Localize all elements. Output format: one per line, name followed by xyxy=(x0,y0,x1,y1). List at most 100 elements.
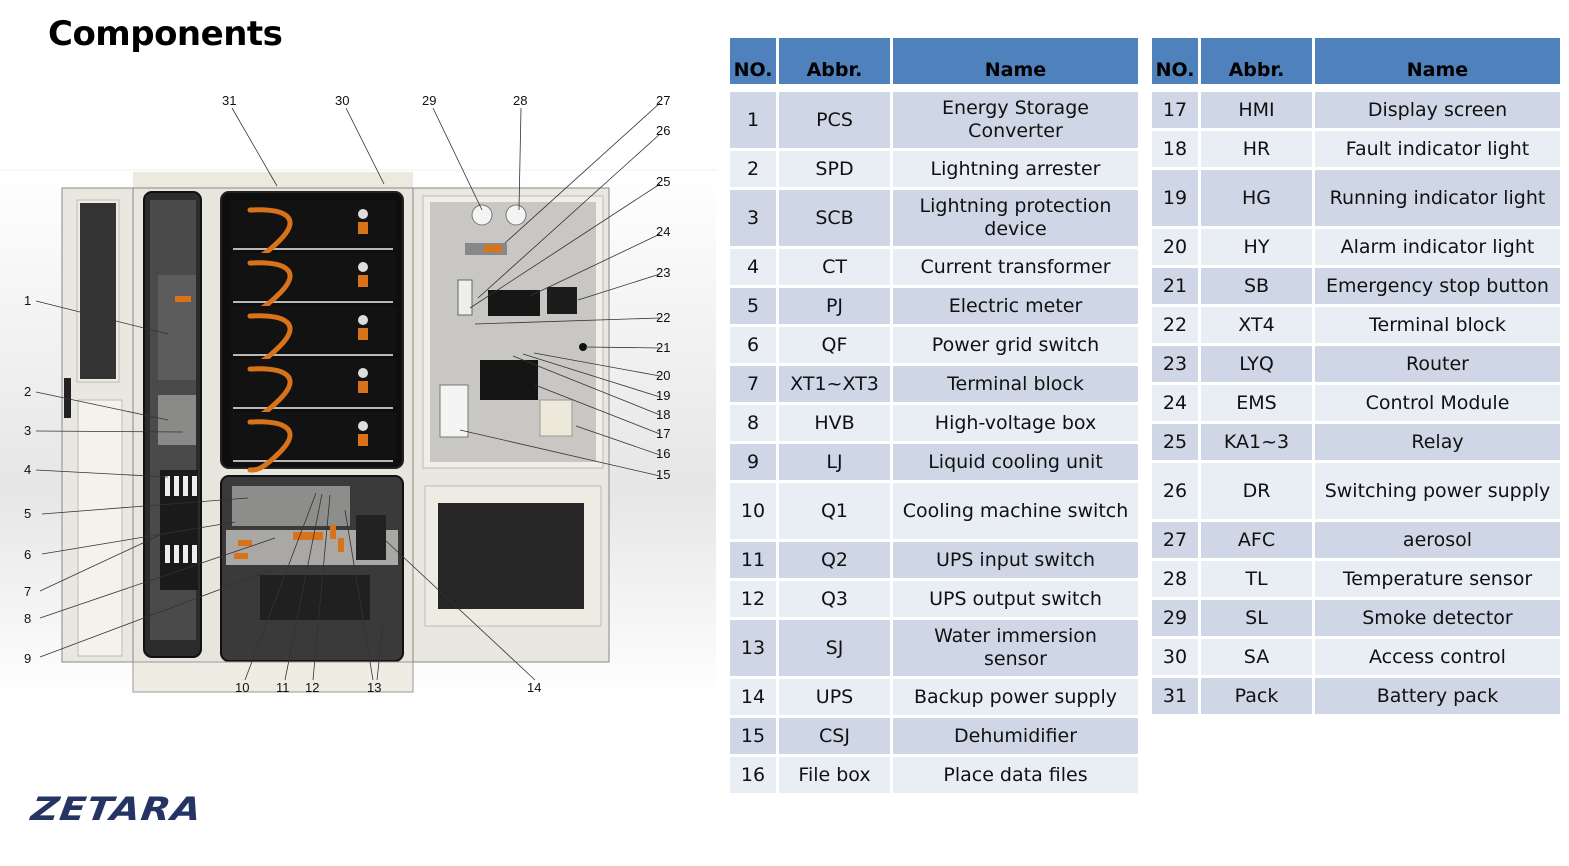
battery-pack xyxy=(230,200,396,261)
header-abbr: Abbr. xyxy=(779,38,890,84)
cell-abbr: SL xyxy=(1201,600,1312,636)
cell-abbr: HY xyxy=(1201,229,1312,265)
callout-20: 20 xyxy=(656,368,670,383)
cell-name: Battery pack xyxy=(1315,678,1560,714)
cell-name: Alarm indicator light xyxy=(1315,229,1560,265)
callout-21: 21 xyxy=(656,340,670,355)
cell-abbr: SB xyxy=(1201,268,1312,304)
cell-abbr: HR xyxy=(1201,131,1312,167)
cell-name: Fault indicator light xyxy=(1315,131,1560,167)
cell-abbr: CT xyxy=(779,249,890,285)
cell-abbr: LYQ xyxy=(1201,346,1312,382)
cell-name: Smoke detector xyxy=(1315,600,1560,636)
callout-3: 3 xyxy=(24,423,31,438)
cell-abbr: TL xyxy=(1201,561,1312,597)
left-door xyxy=(61,187,139,663)
cell-no: 28 xyxy=(1152,561,1198,597)
callout-1: 1 xyxy=(24,293,31,308)
cell-no: 27 xyxy=(1152,522,1198,558)
cell-name: Lightning arrester xyxy=(893,151,1138,187)
header-abbr: Abbr. xyxy=(1201,38,1312,84)
cell-abbr: KA1~3 xyxy=(1201,424,1312,460)
cell-name: Cooling machine switch xyxy=(893,483,1138,539)
cell-name: Running indicator light xyxy=(1315,170,1560,226)
electrical-compartment xyxy=(143,191,202,658)
router-box xyxy=(547,287,577,314)
callout-16: 16 xyxy=(656,446,670,461)
header-name: Name xyxy=(893,38,1138,84)
callout-13: 13 xyxy=(367,680,381,695)
cabinet-diagram: 31 30 29 28 27 26 25 24 23 22 21 20 19 1… xyxy=(0,93,716,700)
callout-31: 31 xyxy=(222,93,236,108)
table-header-row: NO. Abbr. Name xyxy=(730,38,1138,84)
cell-no: 15 xyxy=(730,718,776,754)
cell-name: Lightning protection device xyxy=(893,190,1138,246)
cell-abbr: HG xyxy=(1201,170,1312,226)
battery-pack xyxy=(230,359,396,420)
cell-abbr: SPD xyxy=(779,151,890,187)
cell-no: 25 xyxy=(1152,424,1198,460)
header-name: Name xyxy=(1315,38,1560,84)
cell-name: Display screen xyxy=(1315,92,1560,128)
cell-abbr: Q3 xyxy=(779,581,890,617)
ems-module xyxy=(488,290,540,316)
cell-no: 8 xyxy=(730,405,776,441)
cell-abbr: SJ xyxy=(779,620,890,676)
callout-30: 30 xyxy=(335,93,349,108)
cell-no: 19 xyxy=(1152,170,1198,226)
callout-6: 6 xyxy=(24,547,31,562)
callout-2: 2 xyxy=(24,384,31,399)
cell-name: Emergency stop button xyxy=(1315,268,1560,304)
callout-25: 25 xyxy=(656,174,670,189)
callout-9: 9 xyxy=(24,651,31,666)
cell-no: 24 xyxy=(1152,385,1198,421)
cabinet-top xyxy=(133,172,413,188)
cell-no: 20 xyxy=(1152,229,1198,265)
cell-no: 21 xyxy=(1152,268,1198,304)
cell-no: 6 xyxy=(730,327,776,363)
lower-compartment xyxy=(220,475,404,662)
cell-abbr: UPS xyxy=(779,679,890,715)
cell-abbr: HVB xyxy=(779,405,890,441)
cell-name: Access control xyxy=(1315,639,1560,675)
cell-no: 10 xyxy=(730,483,776,539)
callout-22: 22 xyxy=(656,310,670,325)
cell-abbr: QF xyxy=(779,327,890,363)
cell-no: 17 xyxy=(1152,92,1198,128)
cell-abbr: XT4 xyxy=(1201,307,1312,343)
callout-29: 29 xyxy=(422,93,436,108)
cell-abbr: Q2 xyxy=(779,542,890,578)
cell-name: Liquid cooling unit xyxy=(893,444,1138,480)
zetara-logo: ZETARA xyxy=(28,790,205,828)
callout-5: 5 xyxy=(24,506,31,521)
battery-pack xyxy=(230,253,396,314)
cell-abbr: XT1~XT3 xyxy=(779,366,890,402)
hmi-screen xyxy=(480,360,538,400)
cell-abbr: SCB xyxy=(779,190,890,246)
cell-name: Current transformer xyxy=(893,249,1138,285)
cell-abbr: PCS xyxy=(779,92,890,148)
callout-23: 23 xyxy=(656,265,670,280)
cell-name: aerosol xyxy=(1315,522,1560,558)
cell-no: 13 xyxy=(730,620,776,676)
header-no: NO. xyxy=(730,38,776,84)
cell-abbr: Pack xyxy=(1201,678,1312,714)
cell-name: Relay xyxy=(1315,424,1560,460)
callout-19: 19 xyxy=(656,388,670,403)
cell-no: 22 xyxy=(1152,307,1198,343)
temperature-sensor-icon xyxy=(505,204,527,226)
cell-no: 18 xyxy=(1152,131,1198,167)
battery-pack xyxy=(230,412,396,473)
